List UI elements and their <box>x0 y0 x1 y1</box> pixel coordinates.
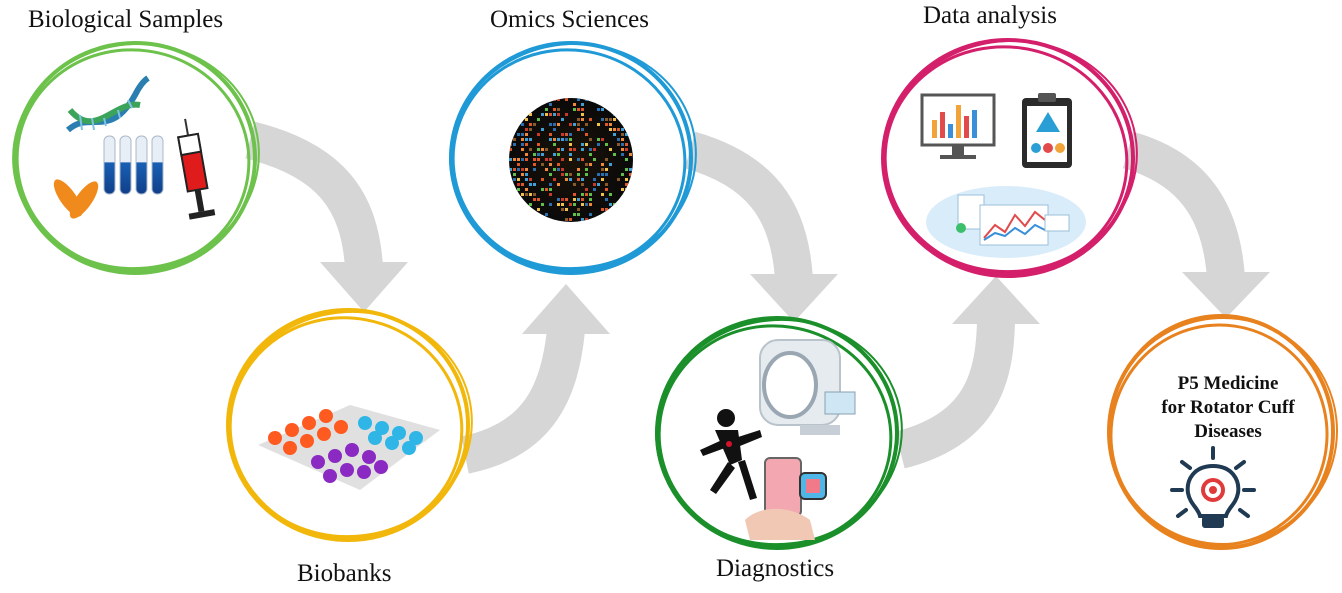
arrowhead-2 <box>522 284 610 334</box>
biological-samples-label: Biological Samples <box>28 6 224 33</box>
arrow-biobanks-to-omics <box>460 327 585 474</box>
final-line-1: P5 Medicine <box>1177 373 1279 394</box>
diagnostics-circle <box>655 316 903 550</box>
dashboard-icon <box>926 186 1086 258</box>
arrowhead-3 <box>750 274 838 322</box>
chromosome-icon <box>53 179 99 219</box>
syringe-icon <box>177 118 216 220</box>
monitor-chart-icon <box>920 93 996 159</box>
smartphone-icon <box>745 457 815 540</box>
biological-samples-circle <box>12 41 260 275</box>
mri-scanner-icon <box>759 339 856 435</box>
test-tubes-icon <box>103 135 164 195</box>
diagnostics-label: Diagnostics <box>716 555 835 582</box>
final-circle <box>1107 314 1338 550</box>
arrow-data-to-final <box>1122 131 1245 280</box>
biobanks-circle <box>226 308 473 542</box>
final-outcome-text: P5 Medicine for Rotator Cuff Diseases <box>1123 372 1333 444</box>
dna-icon <box>65 75 150 133</box>
sample-rack-icon <box>258 405 440 490</box>
omics-sciences-label: Omics Sciences <box>490 6 649 33</box>
arrow-diagnostics-to-data <box>894 319 1015 469</box>
smartwatch-icon <box>799 472 827 500</box>
final-line-2: for Rotator Cuff <box>1161 397 1295 418</box>
arrow-omics-to-diagnostics <box>684 131 813 282</box>
flow-arrows <box>245 121 1245 474</box>
data-analysis-label: Data analysis <box>923 2 1057 29</box>
arrowhead-4 <box>952 276 1040 324</box>
data-analysis-circle <box>881 38 1138 278</box>
runner-icon <box>700 409 762 500</box>
clipboard-report-icon <box>1022 93 1072 168</box>
biobanks-label: Biobanks <box>297 560 392 587</box>
lightbulb-target-icon <box>1170 446 1256 528</box>
arrowhead-5 <box>1182 272 1270 318</box>
omics-sciences-circle <box>449 41 697 275</box>
final-line-3: Diseases <box>1194 421 1262 442</box>
heatmap-icon <box>509 98 633 222</box>
arrow-samples-to-biobanks <box>245 121 383 270</box>
arrowhead-1 <box>320 262 408 312</box>
arrow-heads <box>320 262 1270 334</box>
